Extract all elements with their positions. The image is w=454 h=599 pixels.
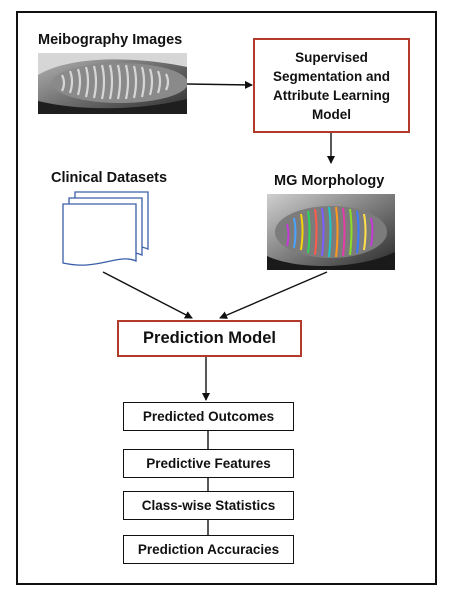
mg-morphology-image <box>267 194 395 270</box>
class-wise-statistics-box: Class-wise Statistics <box>123 491 294 520</box>
prediction-model-box: Prediction Model <box>117 320 302 357</box>
meibography-images-label: Meibography Images <box>38 32 183 48</box>
segmentation-line-4: Model <box>311 106 351 122</box>
stacked-documents-icon <box>55 189 155 274</box>
segmentation-line-1: Supervised <box>295 49 368 65</box>
segmentation-line-2: Segmentation and <box>272 68 390 84</box>
predictive-features-box: Predictive Features <box>123 449 294 478</box>
predicted-outcomes-box: Predicted Outcomes <box>123 402 294 431</box>
clinical-datasets-label: Clinical Datasets <box>51 170 168 186</box>
prediction-accuracies-box: Prediction Accuracies <box>123 535 294 564</box>
mg-morphology-label: MG Morphology <box>274 173 385 189</box>
segmentation-line-3: Attribute Learning <box>272 87 390 103</box>
meibography-image <box>38 53 187 114</box>
segmentation-model-box: Supervised Segmentation and Attribute Le… <box>253 38 410 133</box>
